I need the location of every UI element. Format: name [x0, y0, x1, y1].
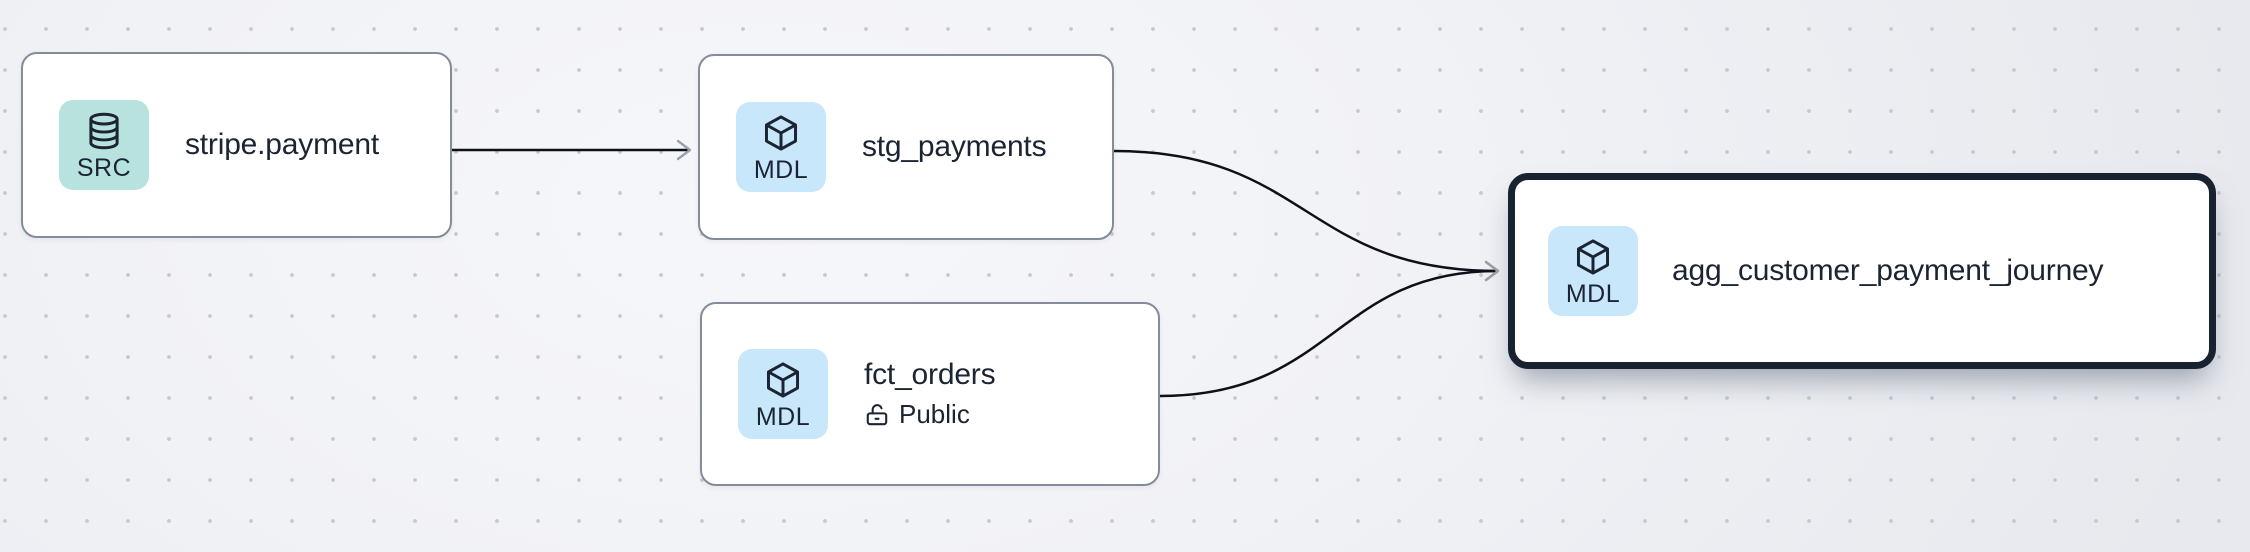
- lock-open-icon: [866, 403, 888, 425]
- access-label: Public: [899, 399, 970, 429]
- badge-label: MDL: [753, 155, 809, 184]
- cube-icon: [764, 114, 798, 151]
- edge-stg-payments-to-agg-customer-payment-journey[interactable]: [1113, 149, 1500, 282]
- model-badge: MDL: [736, 102, 826, 192]
- model-badge: MDL: [1548, 226, 1638, 316]
- node-fct-orders[interactable]: MDL fct_orders Public: [700, 302, 1160, 486]
- node-title: agg_customer_payment_journey: [1672, 254, 2104, 287]
- node-title: stripe.payment: [185, 128, 379, 161]
- node-title: stg_payments: [862, 130, 1047, 163]
- cube-icon: [766, 361, 800, 398]
- node-stg-payments[interactable]: MDL stg_payments: [698, 54, 1114, 240]
- database-icon: [89, 112, 119, 149]
- node-agg-customer-payment-journey[interactable]: MDL agg_customer_payment_journey: [1508, 173, 2216, 369]
- node-stripe-payment[interactable]: SRC stripe.payment: [21, 52, 452, 238]
- badge-label: MDL: [755, 402, 811, 431]
- model-badge: MDL: [738, 349, 828, 439]
- cube-icon: [1576, 238, 1610, 275]
- node-title: fct_orders: [864, 358, 996, 391]
- badge-label: MDL: [1565, 279, 1621, 308]
- edge-fct-orders-to-agg-customer-payment-journey[interactable]: [1159, 260, 1500, 398]
- badge-label: SRC: [76, 153, 132, 182]
- source-badge: SRC: [59, 100, 149, 190]
- access-row: Public: [864, 399, 995, 430]
